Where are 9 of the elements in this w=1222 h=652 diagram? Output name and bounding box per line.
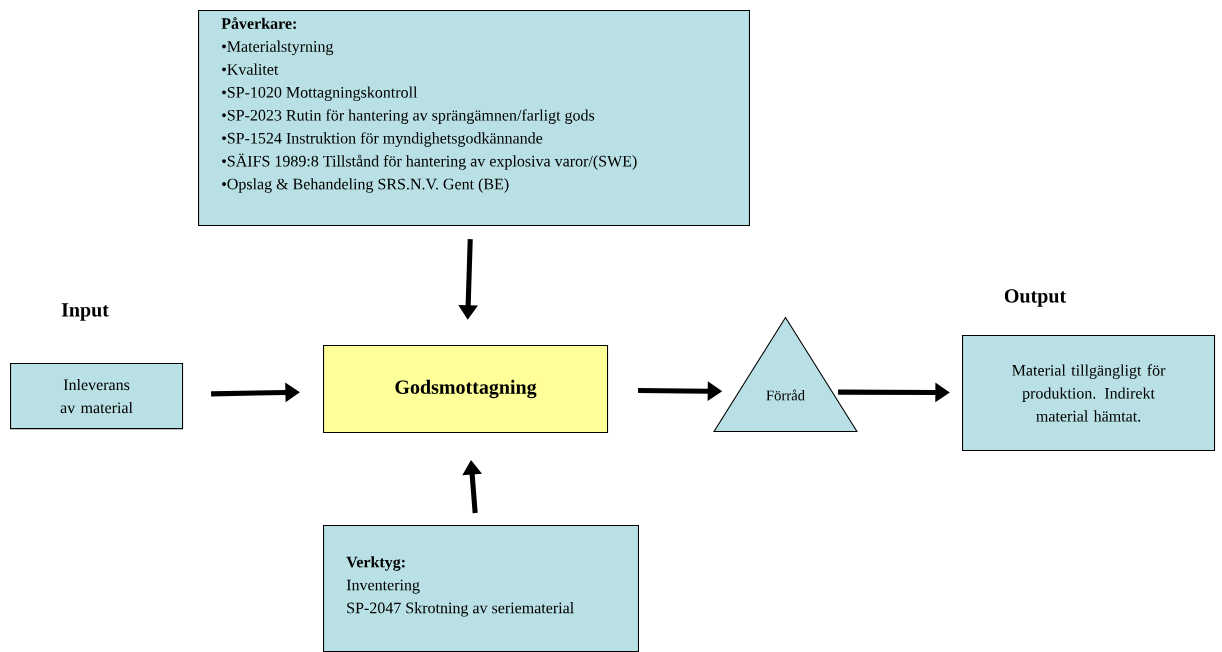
storage-triangle <box>713 316 858 432</box>
factor-box: Påverkare: •Materialstyrning •Kvalitet •SP-1020 Mottagningskontroll •SP-2023 Rutin för hantering av sprängämnen/farligt gods •SP-1524 Instruktion för myndighetsgodkännande •SÄIFS 1989:8 Tillstånd för hantering av explosiva varor/(SWE) •Opslag & Behandeling SRS.N.V. Gent (BE) <box>198 10 750 226</box>
node-label: Förråd <box>766 389 805 401</box>
input-box: Inleverans av material <box>10 363 184 430</box>
process-box: Godsmottagning <box>323 345 609 433</box>
output-box: Material tillgängligt för produktion. Indirekt material hämtat. <box>962 335 1216 451</box>
heading: Output <box>1004 289 1067 307</box>
heading: Input <box>61 303 109 321</box>
tools-box: Verktyg: Inventering SP-2047 Skrotning av seriematerial <box>323 525 639 652</box>
